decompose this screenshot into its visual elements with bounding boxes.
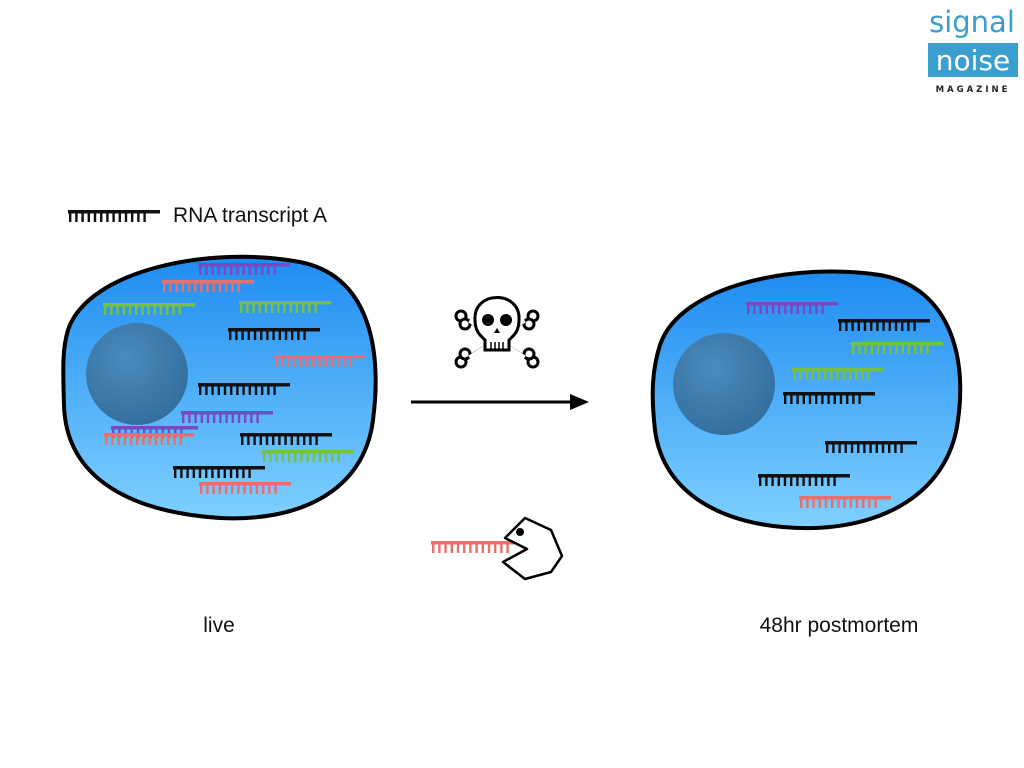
rna-transcript (199, 482, 291, 494)
rna-transcript (746, 302, 838, 314)
degradation-illustration (431, 516, 564, 581)
rna-transcript (239, 301, 331, 313)
rna-transcript (162, 280, 254, 292)
rna-degraded (431, 541, 521, 553)
rna-transcript (825, 441, 917, 453)
nucleus-live (86, 323, 188, 425)
rna-transcript (783, 392, 875, 404)
skull-crossbones-icon (454, 296, 540, 369)
caption-postmortem: 48hr postmortem (760, 614, 919, 637)
legend-label: RNA transcript A (173, 204, 327, 227)
right-arrow-icon (411, 394, 589, 410)
rna-group-live (103, 263, 366, 494)
cell-postmortem (650, 269, 963, 531)
caption-live: live (203, 614, 235, 637)
rna-transcript (228, 328, 320, 340)
rna-transcript-degraded (431, 541, 521, 553)
rna-comb-icon (68, 210, 160, 222)
rna-comb-icon (68, 210, 160, 222)
rna-transcript (104, 433, 194, 445)
logo-noise: noise (936, 44, 1010, 77)
rna-transcript (173, 466, 265, 478)
logo: signal noise MAGAZINE (928, 5, 1018, 95)
rna-transcript (198, 263, 290, 275)
rna-transcript (274, 355, 366, 367)
rna-transcript (838, 319, 930, 331)
pacman-chomp-icon (501, 516, 564, 581)
nucleus-postmortem (673, 333, 775, 435)
rna-transcript (198, 383, 290, 395)
pacman-eye (516, 528, 524, 536)
rna-transcript (262, 450, 354, 462)
cell-live (61, 254, 378, 521)
rna-transcript (103, 303, 195, 315)
rna-transcript (792, 368, 884, 380)
rna-group-postmortem (746, 302, 943, 508)
logo-magazine: MAGAZINE (936, 85, 1011, 95)
logo-signal: signal (929, 5, 1015, 39)
rna-transcript (851, 342, 943, 354)
legend: RNA transcript A (68, 204, 327, 227)
rna-transcript (181, 411, 273, 423)
rna-transcript (799, 496, 891, 508)
rna-transcript (758, 474, 850, 486)
rna-transcript (240, 433, 332, 445)
logo-noise-box (928, 43, 1018, 77)
